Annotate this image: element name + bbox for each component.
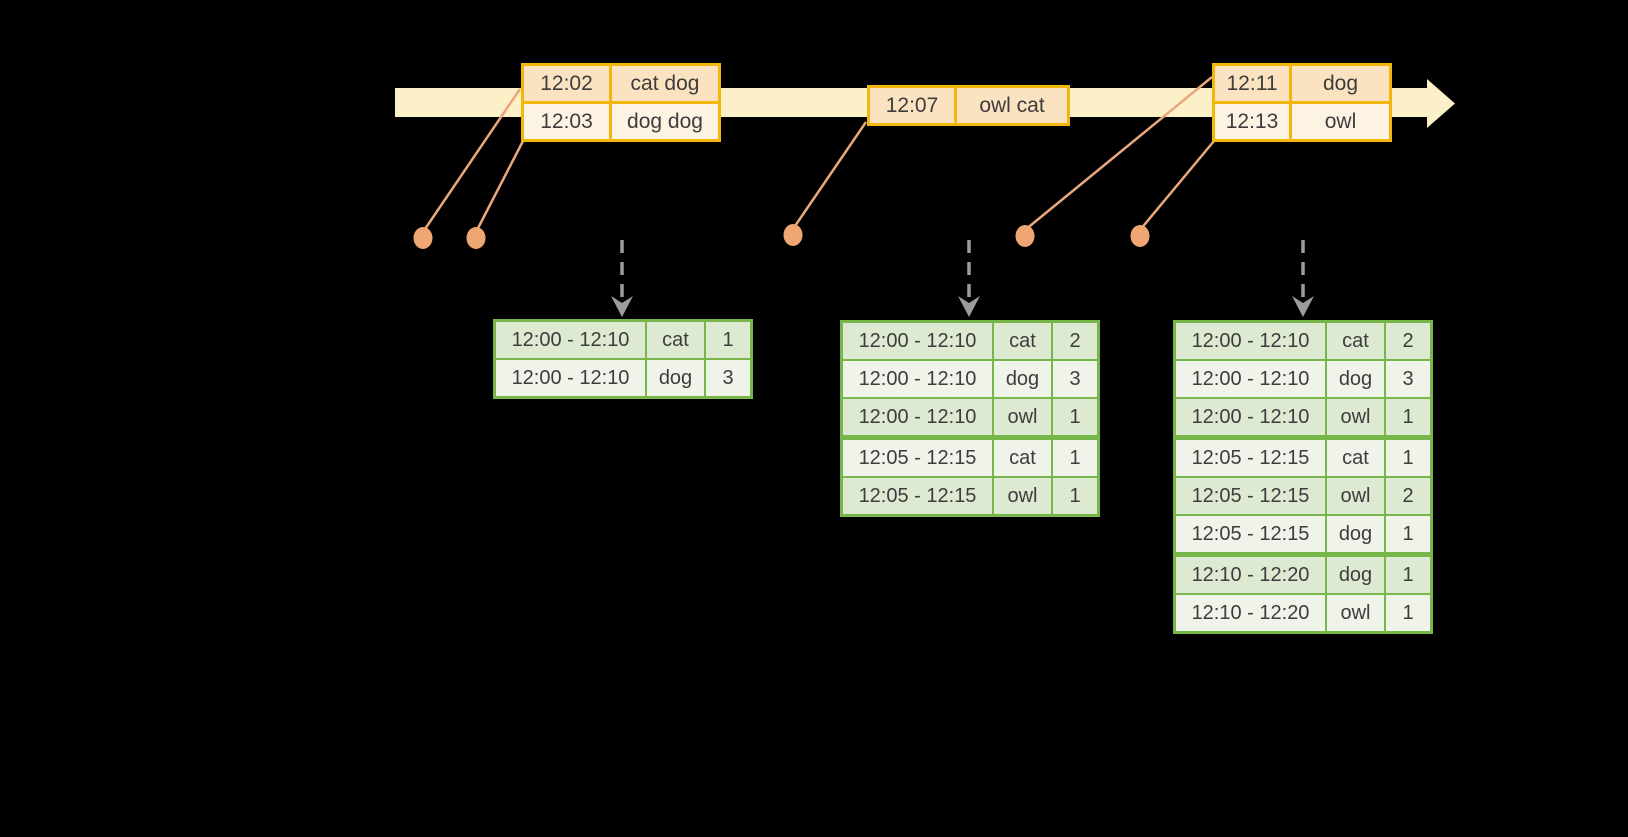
result-word-cell: owl — [994, 399, 1051, 435]
result-count-cell: 1 — [706, 322, 750, 358]
event-words-cell: owl cat — [957, 88, 1067, 123]
event-dot-icon — [1130, 225, 1150, 247]
result-window-cell: 12:00 - 12:10 — [1176, 323, 1325, 359]
event-dot-icon — [413, 227, 433, 249]
event-words-cell: cat dog — [612, 66, 718, 101]
result-count-cell: 3 — [1053, 361, 1097, 397]
event-connector-line — [1024, 76, 1213, 231]
event-dot-icon — [783, 224, 803, 246]
result-window-cell: 12:00 - 12:10 — [843, 399, 992, 435]
event-connector-line — [791, 121, 868, 230]
event-time-cell: 12:02 — [524, 66, 609, 101]
result-window-cell: 12:05 - 12:15 — [843, 440, 992, 476]
event-connector-line — [1139, 140, 1215, 231]
result-word-cell: dog — [994, 361, 1051, 397]
event-words-cell: dog — [1292, 66, 1389, 101]
event-connector-line — [421, 88, 522, 233]
result-word-cell: owl — [1327, 595, 1384, 631]
timeline-arrowhead-icon — [1427, 79, 1455, 128]
result-window-cell: 12:00 - 12:10 — [496, 322, 645, 358]
result-count-cell: 1 — [1386, 399, 1430, 435]
trigger-arrow-head-icon — [1292, 296, 1314, 317]
event-time-cell: 12:07 — [870, 88, 954, 123]
result-window-cell: 12:10 - 12:20 — [1176, 557, 1325, 593]
result-count-cell: 2 — [1386, 478, 1430, 514]
result-count-cell: 1 — [1386, 516, 1430, 552]
trigger-arrows — [611, 240, 1314, 317]
result-window-cell: 12:00 - 12:10 — [1176, 399, 1325, 435]
result-word-cell: dog — [1327, 516, 1384, 552]
event-connector-line — [474, 140, 525, 233]
result-window-cell: 12:00 - 12:10 — [1176, 361, 1325, 397]
result-word-cell: cat — [1327, 323, 1384, 359]
result-word-cell: dog — [647, 360, 704, 396]
result-window-cell: 12:05 - 12:15 — [1176, 478, 1325, 514]
result-count-cell: 1 — [1386, 595, 1430, 631]
result-count-cell: 1 — [1053, 399, 1097, 435]
result-count-cell: 3 — [1386, 361, 1430, 397]
trigger-arrow-head-icon — [611, 296, 633, 317]
event-words-cell: dog dog — [612, 104, 718, 139]
event-connector-lines — [421, 76, 1215, 233]
event-time-cell: 12:03 — [524, 104, 609, 139]
result-window-cell: 12:00 - 12:10 — [843, 323, 992, 359]
event-time-cell: 12:11 — [1215, 66, 1289, 101]
result-word-cell: cat — [994, 440, 1051, 476]
trigger-arrow-head-icon — [958, 296, 980, 317]
result-count-cell: 2 — [1053, 323, 1097, 359]
event-dot-icon — [466, 227, 486, 249]
event-dot-icon — [1015, 225, 1035, 247]
result-window-cell: 12:05 - 12:15 — [1176, 516, 1325, 552]
result-word-cell: dog — [1327, 361, 1384, 397]
result-word-cell: cat — [647, 322, 704, 358]
event-words-cell: owl — [1292, 104, 1389, 139]
result-word-cell: owl — [1327, 478, 1384, 514]
result-window-cell: 12:00 - 12:10 — [843, 361, 992, 397]
result-window-cell: 12:05 - 12:15 — [1176, 440, 1325, 476]
result-word-cell: owl — [1327, 399, 1384, 435]
result-word-cell: owl — [994, 478, 1051, 514]
result-word-cell: cat — [994, 323, 1051, 359]
result-word-cell: dog — [1327, 557, 1384, 593]
result-count-cell: 1 — [1053, 478, 1097, 514]
result-word-cell: cat — [1327, 440, 1384, 476]
result-count-cell: 2 — [1386, 323, 1430, 359]
event-time-cell: 12:13 — [1215, 104, 1289, 139]
result-window-cell: 12:05 - 12:15 — [843, 478, 992, 514]
event-dots — [413, 224, 1150, 249]
result-count-cell: 1 — [1386, 557, 1430, 593]
result-window-cell: 12:00 - 12:10 — [496, 360, 645, 396]
result-count-cell: 1 — [1386, 440, 1430, 476]
result-window-cell: 12:10 - 12:20 — [1176, 595, 1325, 631]
result-count-cell: 3 — [706, 360, 750, 396]
result-count-cell: 1 — [1053, 440, 1097, 476]
